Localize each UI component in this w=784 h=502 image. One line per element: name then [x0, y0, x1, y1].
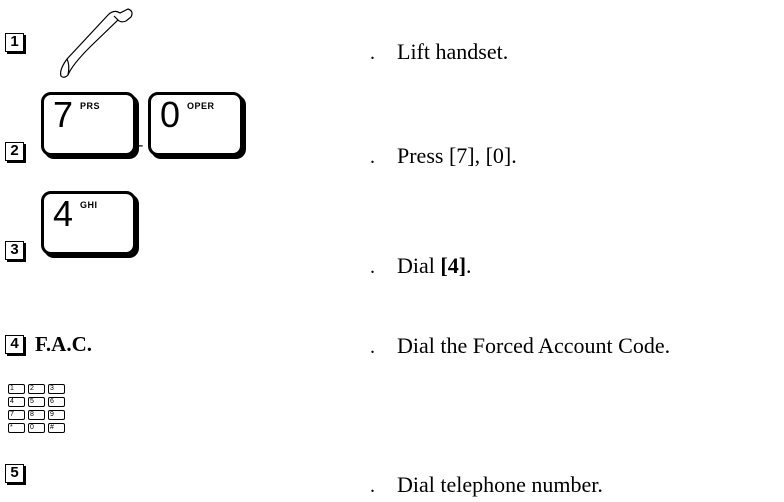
instruction-text: Dial: [397, 253, 441, 278]
step-number-5: 5: [5, 464, 24, 483]
key-7: 7 PRS: [41, 92, 136, 156]
key-letters: OPER: [187, 101, 215, 111]
step-5-instruction: Dial telephone number.: [397, 472, 603, 497]
bullet-dot: .: [370, 146, 375, 168]
bullet-dot: .: [370, 475, 375, 497]
bullet-dot: .: [370, 336, 375, 358]
step-number-2: 2: [5, 142, 24, 161]
step-4-instruction: Dial the Forced Account Code.: [397, 333, 671, 358]
key-letters: GHI: [80, 200, 98, 210]
key-digit: 0: [160, 94, 181, 135]
handset-icon: [60, 8, 133, 78]
step-3-instruction: Dial [4].: [397, 253, 472, 279]
keypad-key: 7: [8, 410, 25, 420]
bullet-dot: .: [370, 42, 375, 64]
keypad-key: 1: [8, 384, 25, 394]
step-2-instruction: Press [7], [0].: [397, 143, 517, 168]
key-digit: 7: [53, 94, 74, 135]
step-1-instruction: Lift handset.: [397, 39, 509, 64]
key-4: 4 GHI: [41, 191, 136, 255]
keypad-key: 0: [28, 423, 45, 433]
keypad-key: #: [48, 423, 65, 433]
keypad-key: 6: [48, 397, 65, 407]
key-digit: 4: [53, 193, 74, 234]
instruction-key: [4]: [440, 253, 467, 278]
step-number-4: 4: [5, 335, 24, 354]
key-0: 0 OPER: [148, 92, 243, 156]
fac-label: F.A.C.: [35, 332, 92, 356]
step-number-3: 3: [5, 241, 24, 260]
keypad-key: *: [8, 423, 25, 433]
key-separator: -: [138, 137, 144, 154]
key-letters: PRS: [80, 101, 101, 111]
instruction-text: .: [466, 253, 472, 278]
keypad-key: 2: [28, 384, 45, 394]
step-number-1: 1: [5, 33, 24, 52]
bullet-dot: .: [370, 256, 375, 278]
keypad-key: 4: [8, 397, 25, 407]
keypad-key: 5: [28, 397, 45, 407]
keypad-key: 9: [48, 410, 65, 420]
keypad-key: 3: [48, 384, 65, 394]
keypad-key: 8: [28, 410, 45, 420]
